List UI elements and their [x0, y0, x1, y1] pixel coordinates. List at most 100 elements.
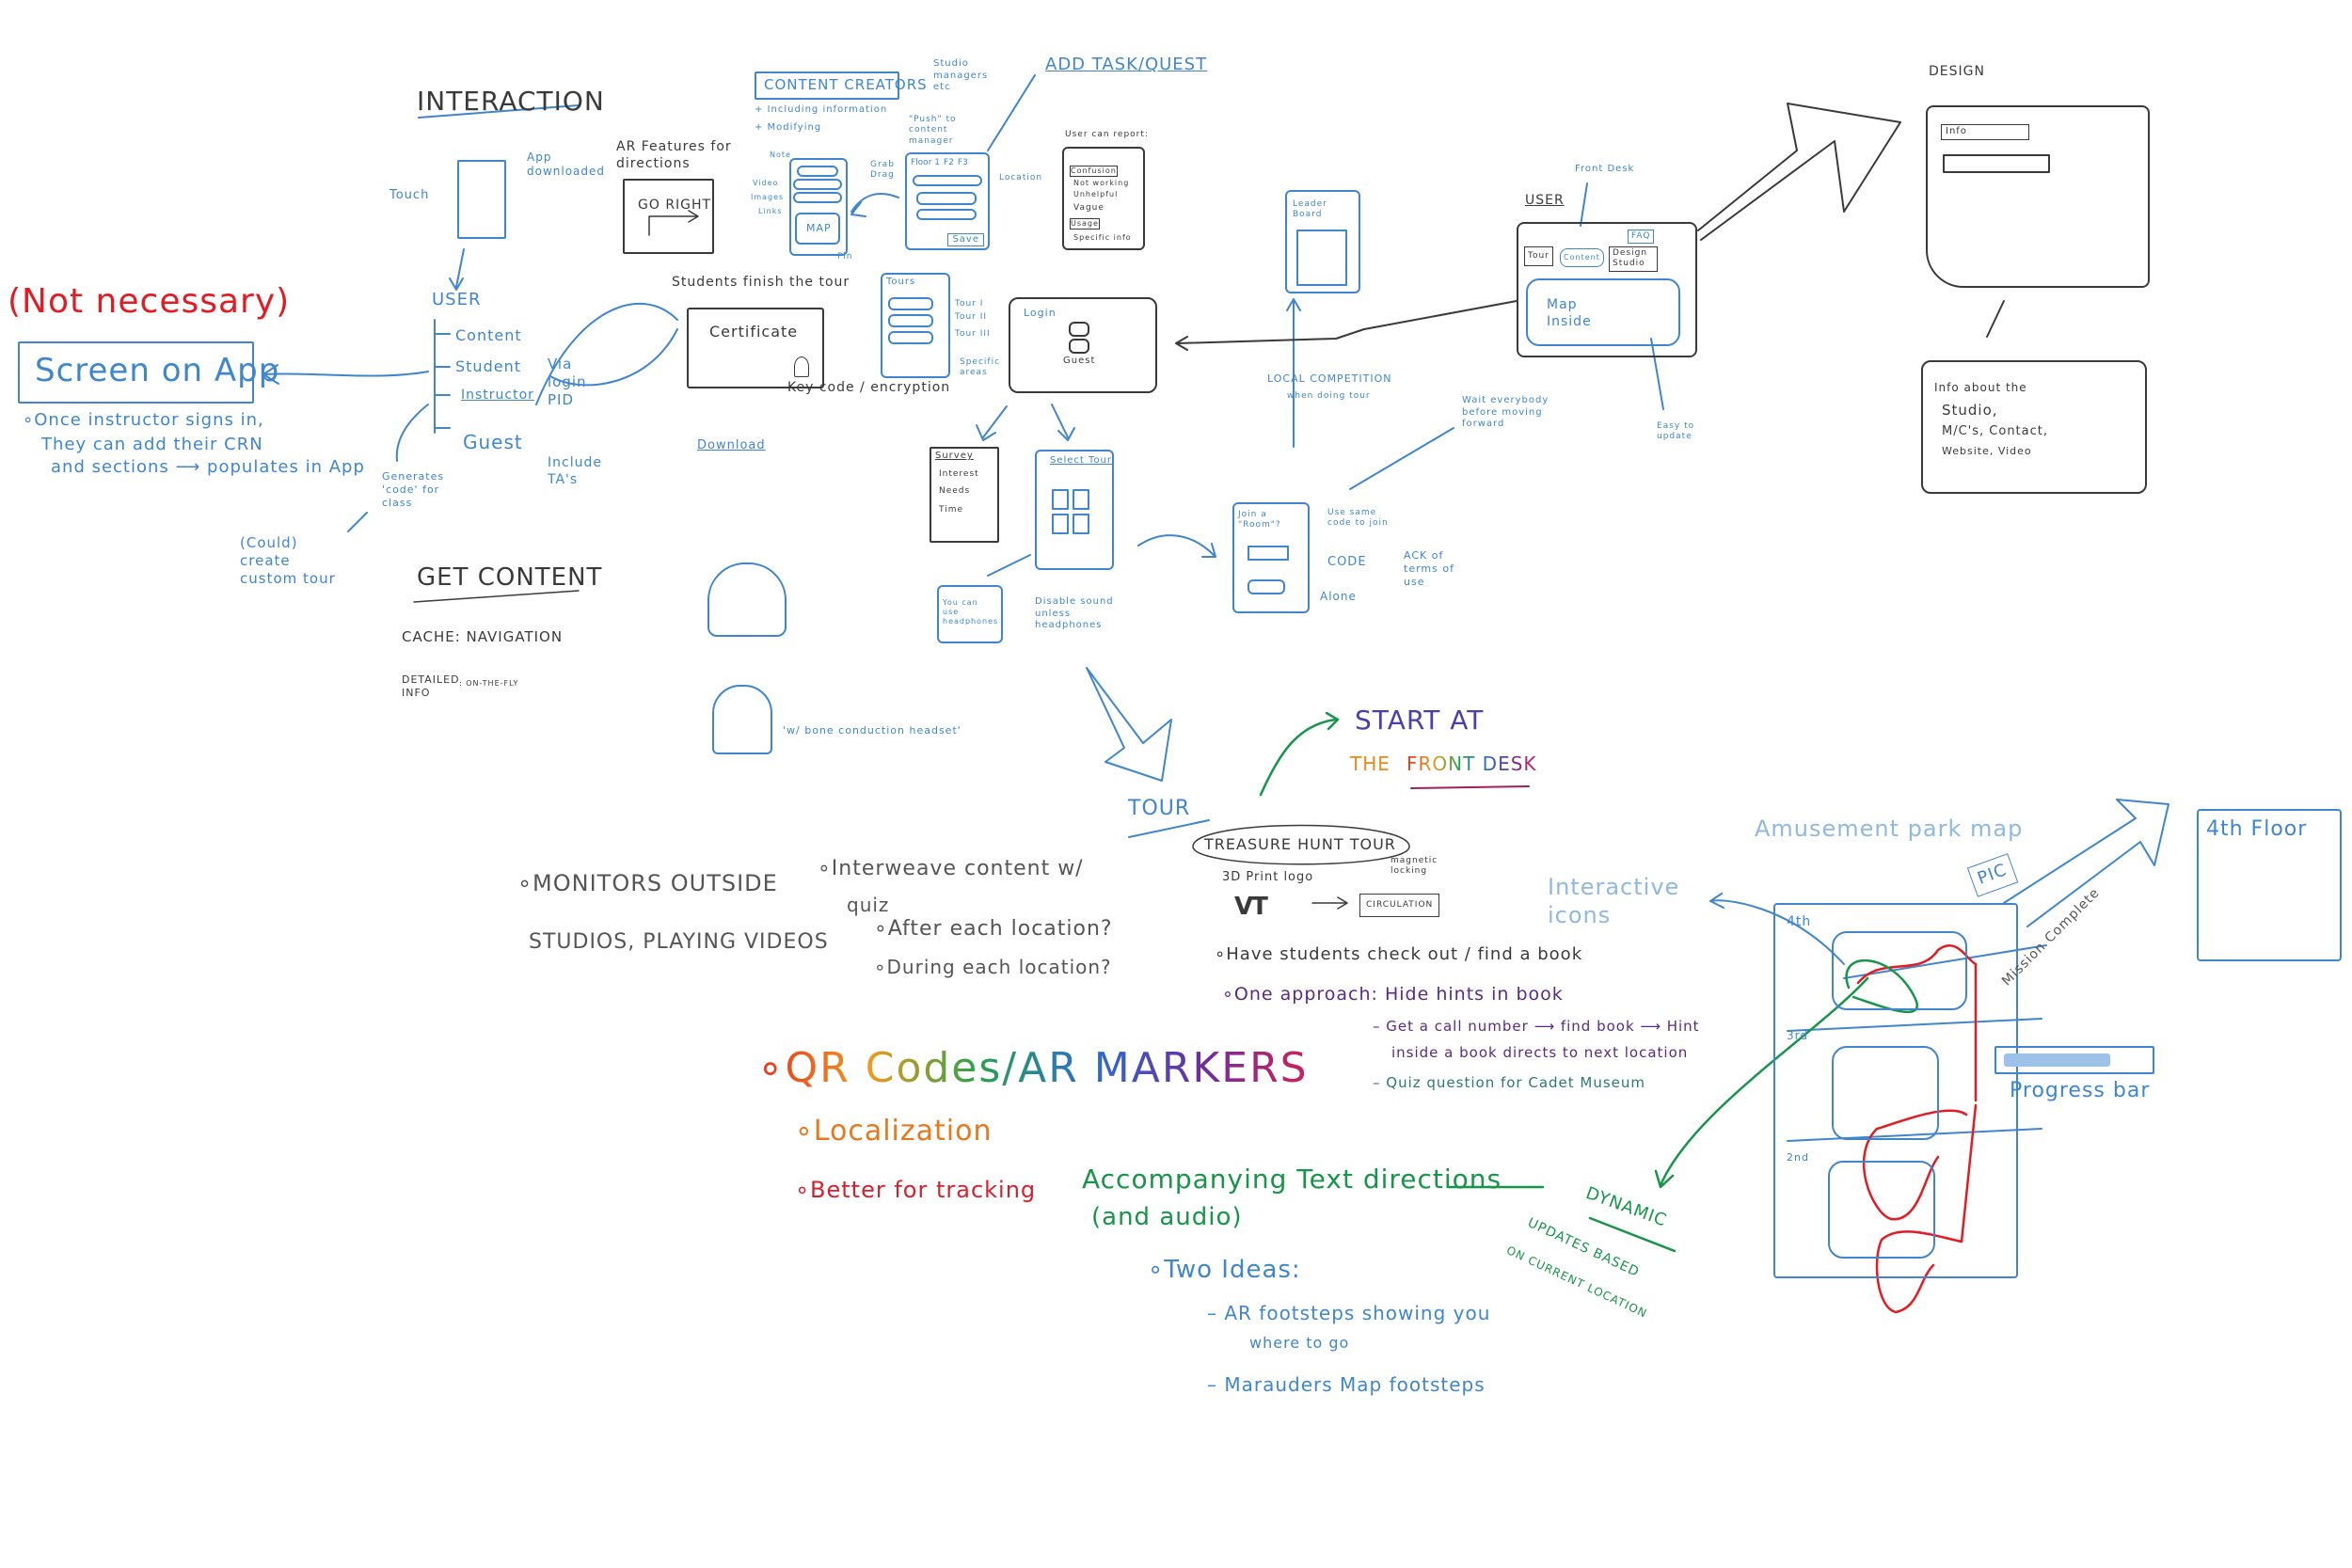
when-doing-tour: when doing tour	[1287, 391, 1371, 401]
studio-managers: Studio managers etc	[933, 58, 989, 92]
treasure-ellipse	[1192, 824, 1410, 865]
content-creators-title: CONTENT CREATORS	[764, 76, 928, 93]
design-title: DESIGN	[1929, 64, 1985, 79]
screen-on-app-text: Screen on App	[35, 352, 280, 389]
map-area: MAP	[795, 213, 840, 245]
map-label: MAP	[806, 222, 832, 234]
tour-tile[interactable]	[1052, 489, 1069, 510]
design-field	[1943, 154, 2050, 173]
content-button[interactable]: Content	[1560, 248, 1604, 267]
code-label: CODE	[1327, 555, 1367, 569]
leaderboard-title: Leader Board	[1293, 199, 1327, 220]
alone-button[interactable]	[1248, 579, 1285, 594]
download-label: Download	[697, 438, 766, 452]
route-green-loop	[1845, 958, 1918, 1014]
during-each-location: ∘During each location?	[874, 956, 1112, 978]
approach-step-2: inside a book directs to next location	[1391, 1044, 1689, 1061]
screen-on-app-box: Screen on App	[18, 341, 278, 404]
progress-bar	[1994, 1046, 2154, 1074]
survey-time: Time	[939, 505, 964, 515]
app-downloaded-label: App downloaded	[527, 150, 606, 178]
instructor-note-1: ∘Once instructor signs in,	[23, 410, 264, 430]
floor-divider-2	[1787, 1128, 2042, 1142]
info-line: Info about the	[1934, 381, 2027, 394]
big-arrow-down	[1086, 667, 1172, 782]
map-inside-label: Map Inside	[1547, 297, 1592, 329]
instructor-note-3: and sections ⟶ populates in App	[51, 457, 365, 477]
idea-marauders-map: – Marauders Map footsteps	[1207, 1373, 1486, 1396]
interactive-icons: Interactive icons	[1548, 874, 1680, 928]
progress-bar-fill	[2004, 1053, 2110, 1067]
push-to-content-manager: "Push" to content manager	[909, 115, 957, 146]
qr-codes-title: ∘QR Codes/AR MARKERS	[757, 1044, 1309, 1092]
location-label: Location	[999, 173, 1043, 182]
tour-tile[interactable]	[1052, 514, 1069, 534]
floor-3-plan[interactable]	[1832, 1046, 1939, 1140]
info-tab[interactable]: Info	[1941, 124, 2029, 140]
studio-info-box: Info about the Studio, M/C's, Contact, W…	[1921, 360, 2147, 494]
start-at: START AT	[1355, 705, 1485, 736]
map-line	[1843, 944, 2047, 979]
arrow-login-to-survey	[976, 405, 1008, 441]
tours-title: Tours	[886, 277, 916, 287]
floor-2-plan[interactable]	[1828, 1161, 1935, 1259]
monitors-line-2: STUDIOS, PLAYING VIDEOS	[529, 930, 829, 954]
join-room-title: Join a "Room"?	[1238, 510, 1281, 531]
one-approach: ∘One approach: Hide hints in book	[1222, 984, 1564, 1005]
location-row	[916, 209, 977, 220]
arrow-certificate-loop	[535, 303, 678, 405]
include-tas: Include TA's	[548, 455, 602, 487]
tour-row	[888, 314, 933, 327]
images-field	[793, 192, 842, 203]
bone-conduction-label: 'w/ bone conduction headset'	[783, 724, 961, 736]
route-2nd	[1875, 1103, 1978, 1314]
report-confusion: Confusion	[1070, 166, 1118, 177]
images-label: Images	[751, 193, 785, 201]
survey-title: Survey	[935, 451, 974, 461]
arrow-user-to-login	[1175, 300, 1518, 351]
headphones-card-text: You can use headphones	[943, 598, 999, 626]
pin-label: Pin	[837, 252, 853, 261]
arrow-select-to-room	[1137, 534, 1216, 558]
arrow-phone2-to-phone1	[850, 193, 899, 217]
floor-map[interactable]: 4th 3rd 2nd	[1773, 903, 2018, 1278]
report-phone: Confusion Not working Unhelpful Vague Us…	[1062, 147, 1145, 250]
vt-logo: VT	[1234, 893, 1268, 921]
tour-1: Tour I	[955, 299, 984, 309]
info-line: M/C's, Contact,	[1942, 424, 2048, 438]
key-code-encryption: Key code / encryption	[787, 380, 951, 395]
tour-tile[interactable]	[1073, 514, 1089, 534]
tour-button[interactable]: Tour	[1524, 246, 1553, 267]
save-button[interactable]: Save	[947, 232, 984, 246]
floor-tab[interactable]: Floor 1	[911, 158, 940, 167]
floor-tab[interactable]: F2	[943, 158, 954, 167]
floor-label-2nd: 2nd	[1787, 1151, 1809, 1164]
arrow-login-to-select	[1051, 404, 1075, 441]
faq-button[interactable]: FAQ	[1628, 230, 1655, 245]
survey-interest: Interest	[939, 469, 979, 479]
report-unhelpful: Unhelpful	[1073, 190, 1119, 198]
grab-drag: Grab Drag	[870, 160, 895, 181]
arrow-content-to-add-task	[987, 74, 1036, 151]
tours-phone: Tours	[881, 273, 950, 378]
guest-button[interactable]: Guest	[1063, 356, 1096, 366]
code-field[interactable]	[1248, 546, 1289, 561]
tour-tile[interactable]	[1073, 489, 1089, 510]
the-label: THE	[1350, 752, 1391, 775]
floor-label-3rd: 3rd	[1787, 1029, 1808, 1042]
ack-terms: ACK of terms of use	[1404, 549, 1454, 588]
headphones-card: You can use headphones	[937, 585, 1003, 643]
arrow-map-to-icons	[1709, 893, 1845, 965]
map-inside-area[interactable]: Map Inside	[1526, 278, 1680, 346]
design-studio-button[interactable]: Design Studio	[1609, 246, 1658, 272]
floor-tab[interactable]: F3	[957, 158, 968, 167]
students-finish: Students finish the tour	[672, 275, 850, 290]
password-field[interactable]	[1069, 339, 1089, 354]
floor-4-plan[interactable]	[1832, 931, 1967, 1010]
and-audio: (and audio)	[1091, 1203, 1243, 1231]
username-field[interactable]	[1069, 322, 1089, 337]
specific-areas: Specific areas	[960, 357, 1001, 378]
cache-navigation: CACHE: NAVIGATION	[402, 628, 564, 645]
leaderboard-screen: Leader Board	[1285, 190, 1360, 293]
checkout-book: ∘Have students check out / find a book	[1215, 944, 1583, 964]
